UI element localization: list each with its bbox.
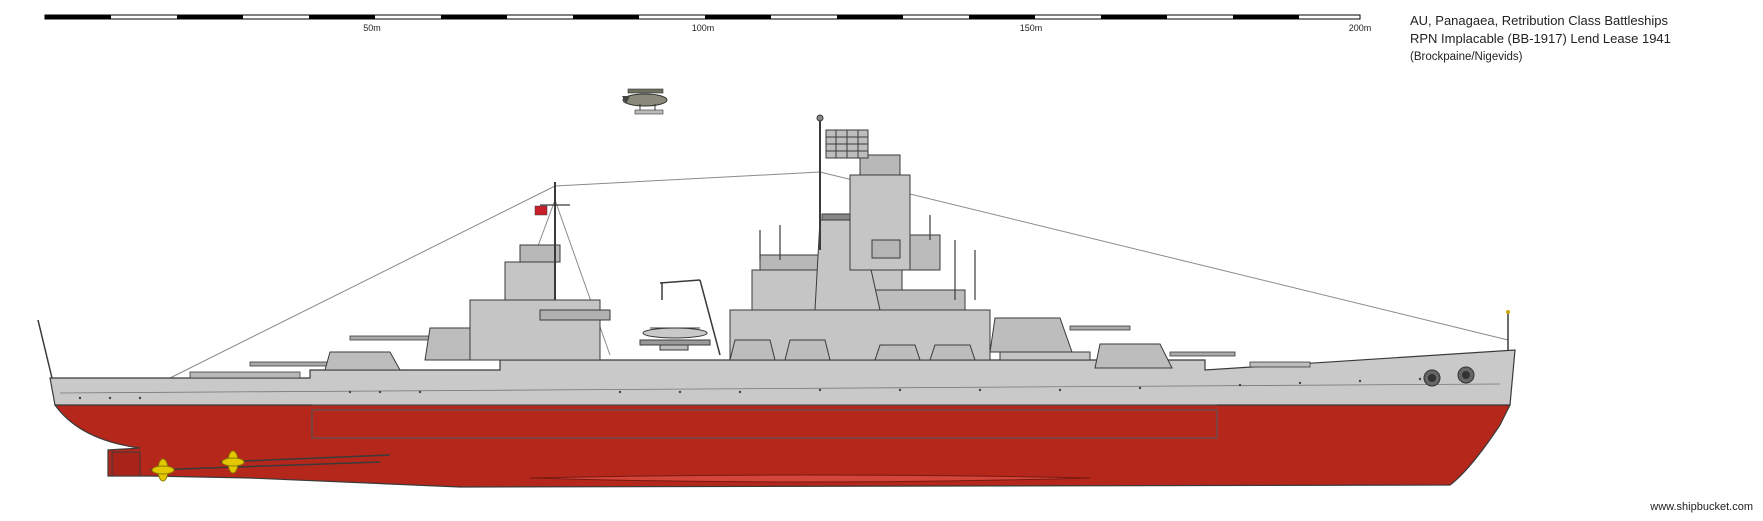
scale-seg — [441, 15, 507, 19]
armour-belt — [311, 409, 1218, 439]
aft-superstructure — [469, 299, 601, 361]
portholes — [78, 377, 1422, 400]
scale-seg — [45, 15, 111, 19]
scale-label-100: 100m — [692, 23, 715, 33]
secondary-turrets — [729, 339, 976, 361]
scale-label-50: 50m — [363, 23, 381, 33]
scale-seg — [705, 15, 771, 19]
propeller-shafts — [149, 454, 391, 471]
ensign-flag — [534, 205, 548, 216]
scale-seg — [177, 15, 243, 19]
seaplane-on-catapult — [639, 327, 711, 351]
propeller-icon — [221, 450, 245, 474]
scale-seg — [1233, 15, 1299, 19]
anchor-icon — [1423, 366, 1475, 387]
lower-hull — [53, 404, 1511, 488]
main-turret-fwd-upper — [989, 317, 1131, 361]
seaplane-icon — [622, 88, 668, 115]
rigging — [169, 171, 1509, 379]
bilge-keel — [529, 474, 1091, 483]
aircraft-crane — [659, 279, 721, 356]
title-line-1: AU, Panagaea, Retribution Class Battlesh… — [1410, 13, 1668, 28]
scale-seg — [573, 15, 639, 19]
scale-label-150: 150m — [1020, 23, 1043, 33]
propeller-icon — [151, 458, 175, 482]
main-turret-aft-lower — [249, 351, 401, 371]
credit-text: www.shipbucket.com — [1650, 501, 1753, 513]
title-line-2: RPN Implacable (BB-1917) Lend Lease 1941 — [1410, 31, 1671, 46]
scale-label-200: 200m — [1349, 23, 1372, 33]
scale-seg — [837, 15, 903, 19]
radar-antenna-icon — [825, 129, 869, 159]
scale-seg — [309, 15, 375, 19]
title-line-3: (Brockpaine/Nigevids) — [1410, 51, 1523, 63]
scale-seg — [1101, 15, 1167, 19]
rudder — [111, 451, 141, 477]
scale-seg — [969, 15, 1035, 19]
main-turret-fwd-lower — [1094, 343, 1236, 369]
scale-bar: 50m 100m 150m 200m — [44, 14, 1372, 33]
